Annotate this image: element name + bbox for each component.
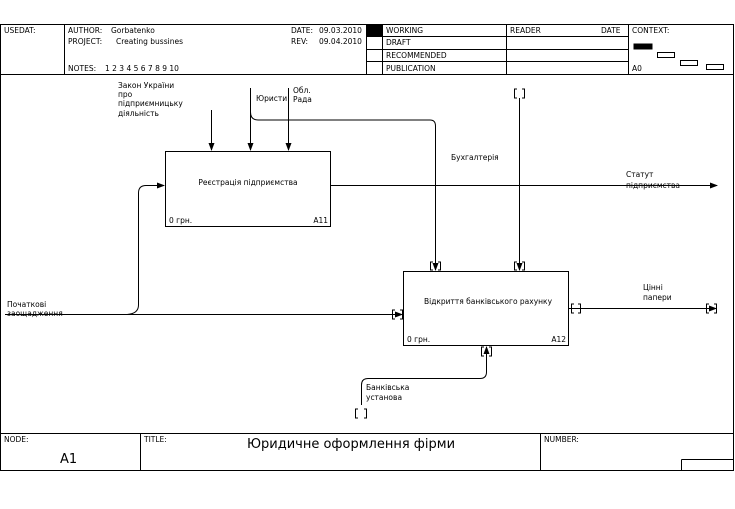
label-statute: Статут підприємства (626, 170, 680, 190)
node-value: A1 (60, 452, 77, 467)
status-draft: DRAFT (386, 38, 411, 47)
label-lawyer: Юристи (256, 94, 287, 103)
activity-cost-a11: 0 грн. (169, 216, 192, 225)
activity-box-a11[interactable]: Реєстрація підприємства 0 грн. A11 (165, 151, 331, 227)
label-council: Обл. Рада (293, 86, 312, 104)
label-savings: Початкові заощадження (7, 300, 63, 318)
svg-text:установа: установа (366, 393, 402, 402)
context-node: A0 (632, 64, 642, 73)
context-thumbnail (633, 43, 724, 70)
svg-text:Закон України: Закон України (118, 81, 174, 90)
arrow-lawyer-branch[interactable] (250, 111, 439, 271)
svg-text:підприємницьку: підприємницьку (118, 99, 183, 108)
svg-text:Обл.: Обл. (293, 86, 311, 95)
date-label: DATE: (291, 26, 313, 35)
working-status-marker (367, 25, 382, 36)
used-at-label: USEDAT: (4, 26, 35, 35)
notes-numbers: 1 2 3 4 5 6 7 8 9 10 (105, 64, 179, 73)
node-label: NODE: (4, 435, 29, 444)
author-label: AUTHOR: (68, 26, 102, 35)
activity-name-a11: Реєстрація підприємства (198, 178, 297, 187)
label-accounting: Бухгалтерія (451, 153, 499, 162)
context-label: CONTEXT: (632, 26, 669, 35)
reader-label: READER (510, 26, 541, 35)
project-value: Creating bussines (116, 37, 183, 46)
svg-text:Рада: Рада (293, 95, 312, 104)
svg-text:Статут: Статут (626, 170, 654, 179)
status-publication: PUBLICATION (386, 64, 436, 73)
number-label: NUMBER: (544, 435, 579, 444)
project-label: PROJECT: (68, 37, 102, 46)
arrow-savings-branch[interactable] (124, 182, 165, 315)
label-bank: Банківська установа (366, 383, 409, 402)
activity-name-a12: Відкриття банківського рахунку (424, 297, 553, 306)
svg-text:діяльність: діяльність (118, 109, 159, 118)
svg-text:Банківська: Банківська (366, 383, 409, 392)
rev-value: 09.04.2010 (319, 37, 362, 46)
svg-text:Цінні: Цінні (643, 283, 663, 292)
svg-text:підприємства: підприємства (626, 181, 680, 190)
tunnel-markers (355, 88, 717, 419)
diagram-frame (0, 74, 734, 434)
label-securities: Цінні папери (643, 283, 672, 302)
footer-frame (0, 433, 734, 471)
notes-label: NOTES: (68, 64, 96, 73)
title-label: TITLE: (143, 435, 167, 444)
diagram-title: Юридичне оформлення фірми (247, 437, 455, 452)
svg-text:Початкові: Початкові (7, 300, 46, 309)
header-frame (0, 24, 734, 75)
status-recommended: RECOMMENDED (386, 51, 447, 60)
activity-id-a12: A12 (551, 335, 566, 344)
date-value: 09.03.2010 (319, 26, 362, 35)
author-value: Gorbatenko (111, 26, 155, 35)
reader-date-label: DATE (601, 26, 621, 35)
activity-id-a11: A11 (313, 216, 328, 225)
svg-text:заощадження: заощадження (7, 309, 63, 318)
rev-label: REV: (291, 37, 308, 46)
activity-cost-a12: 0 грн. (407, 335, 430, 344)
svg-text:про: про (118, 90, 133, 99)
arrow-bank[interactable] (361, 346, 490, 405)
status-working: WORKING (386, 26, 423, 35)
label-law: Закон України про підприємницьку діяльні… (118, 81, 183, 118)
activity-box-a12[interactable]: Відкриття банківського рахунку 0 грн. A1… (403, 271, 569, 346)
svg-text:папери: папери (643, 293, 672, 302)
